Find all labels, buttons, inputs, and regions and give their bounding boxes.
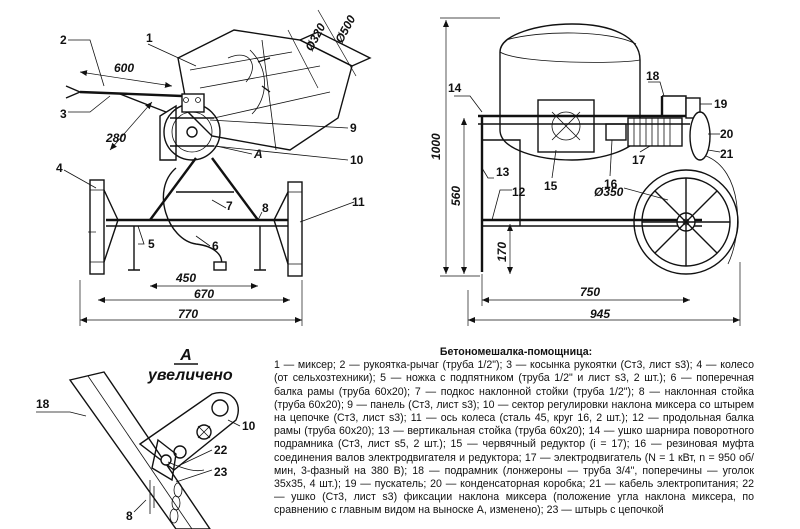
detail-callout-22: 22 — [214, 443, 228, 457]
callout-7: 7 — [226, 199, 233, 213]
detail-callout-23: 23 — [214, 465, 228, 479]
detail-beam — [68, 371, 211, 529]
callout-1: 1 — [146, 31, 153, 45]
legend-body: 1 — миксер; 2 — рукоятка-рычаг (труба 1/… — [274, 359, 754, 517]
side-view-dimensions — [79, 9, 357, 326]
front-starter — [685, 97, 711, 161]
dim-450: 450 — [175, 271, 196, 285]
callout-6: 6 — [212, 239, 219, 253]
detail-caption: увеличено — [147, 367, 233, 384]
dim-560: 560 — [449, 186, 463, 206]
wheel-right — [273, 181, 303, 277]
callout-14: 14 — [448, 81, 462, 95]
dim-350: Ø350 — [594, 185, 624, 199]
callout-16: 16 — [604, 177, 618, 191]
callout-10: 10 — [350, 153, 364, 167]
callout-3: 3 — [60, 107, 67, 121]
front-frame — [480, 95, 702, 272]
detail-callout-8: 8 — [126, 509, 133, 523]
callout-15: 15 — [544, 179, 558, 193]
front-view-leaders — [454, 81, 721, 221]
callout-5: 5 — [148, 237, 155, 251]
callout-17: 17 — [632, 153, 646, 167]
detail-callout-18: 18 — [36, 397, 50, 411]
front-view: 14 13 12 15 16 17 18 19 20 21 1000 560 1… — [429, 17, 741, 326]
dim-280: 280 — [105, 131, 126, 145]
callout-12: 12 — [512, 185, 526, 199]
front-motor — [605, 117, 683, 147]
dim-770: 770 — [178, 307, 198, 321]
callout-9: 9 — [350, 121, 357, 135]
detail-letter: A — [179, 347, 192, 364]
callout-11: 11 — [352, 195, 365, 209]
front-wheel — [633, 169, 739, 275]
detail-sector — [138, 391, 239, 471]
callout-2: 2 — [60, 33, 67, 47]
dim-500: Ø500 — [332, 13, 358, 46]
callout-18: 18 — [646, 69, 660, 83]
side-view: 1 2 3 4 5 6 7 8 9 10 11 A 600 280 Ø320 Ø… — [56, 9, 372, 326]
dim-670: 670 — [194, 287, 214, 301]
handle-lever — [65, 85, 183, 113]
view-a-marker: A — [253, 147, 263, 161]
side-view-leaders — [63, 39, 355, 247]
callout-4: 4 — [56, 161, 63, 175]
callout-13: 13 — [496, 165, 510, 179]
callout-21: 21 — [720, 147, 734, 161]
tilt-sector — [159, 93, 221, 161]
frame-stand — [106, 157, 300, 271]
detail-lug — [151, 438, 177, 482]
parts-legend: Бетономешалка-помощница: 1 — миксер; 2 —… — [274, 346, 754, 518]
dim-600: 600 — [114, 61, 134, 75]
detail-chain — [169, 482, 183, 524]
detail-callout-10: 10 — [242, 419, 256, 433]
callout-8: 8 — [262, 201, 269, 215]
dim-170: 170 — [495, 242, 509, 262]
callout-19: 19 — [714, 97, 728, 111]
front-gearbox — [537, 99, 595, 153]
legend-title: Бетономешалка-помощница: — [439, 346, 593, 358]
callout-20: 20 — [720, 127, 734, 141]
front-cable — [705, 155, 738, 265]
wheel-left — [89, 179, 119, 275]
mixer-drum — [177, 29, 372, 151]
dim-945: 945 — [590, 307, 610, 321]
front-view-dimensions — [440, 17, 741, 326]
dim-1000: 1000 — [429, 133, 443, 160]
detail-a: A увеличено 18 10 22 23 8 — [36, 347, 256, 529]
dim-750: 750 — [580, 285, 600, 299]
